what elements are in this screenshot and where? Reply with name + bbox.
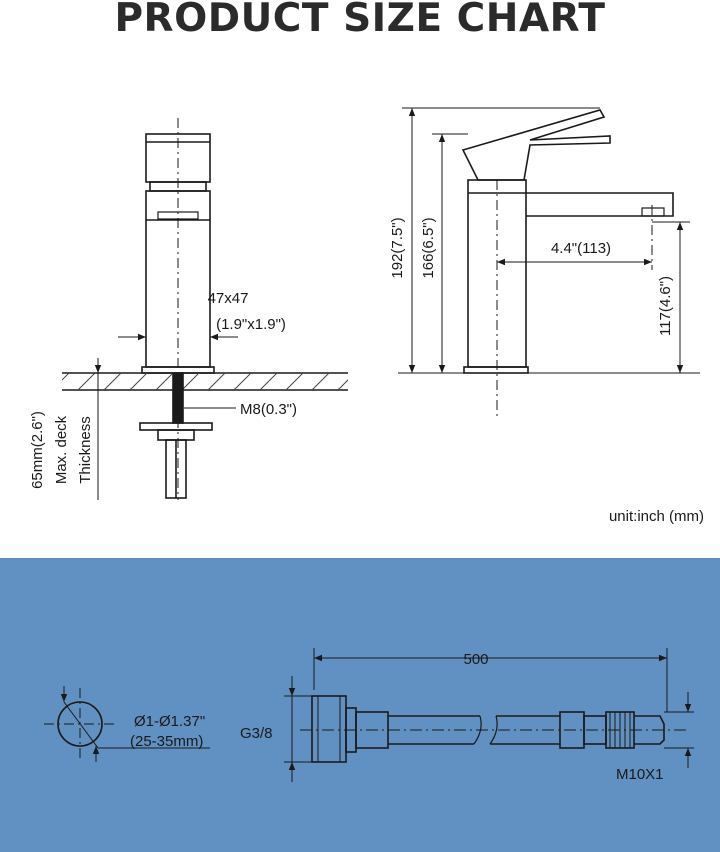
front-view-labels: 47x47 (1.9"x1.9") M8(0.3") 65mm(2.6") Ma…: [29, 290, 297, 489]
deck-label-1: Max. deck: [53, 415, 70, 484]
deck-thickness-label: 65mm(2.6"): [29, 411, 46, 489]
hose-panel-background: [0, 558, 720, 852]
total-height-label: 192(7.5"): [389, 217, 406, 278]
hole-diameter-mm-label: (25-35mm): [130, 733, 203, 750]
unit-note: unit:inch (mm): [608, 508, 704, 525]
base-size-inch-label: (1.9"x1.9"): [216, 316, 286, 333]
hose-drawing: [284, 648, 694, 782]
inlet-thread-label: G3/8: [240, 725, 273, 742]
side-spout: [526, 192, 674, 217]
side-view-labels: 192(7.5") 166(6.5") 4.4"(113) 117(4.6"): [389, 217, 674, 336]
page-title: PRODUCT SIZE CHART: [114, 0, 606, 41]
spout-reach-label: 4.4"(113): [551, 240, 611, 257]
thread-label: M8(0.3"): [240, 401, 297, 418]
body-height-label: 166(6.5"): [420, 217, 437, 278]
hole-diameter-inch-label: Ø1-Ø1.37": [134, 713, 205, 730]
hole-labels: Ø1-Ø1.37" (25-35mm): [130, 713, 205, 750]
hole-diameter-drawing: [44, 686, 210, 762]
spout-height-label: 117(4.6"): [657, 276, 674, 336]
base-size-label: 47x47: [208, 290, 249, 307]
front-view-drawing: [62, 118, 348, 500]
side-view-drawing: [398, 107, 700, 420]
hose-length-label: 500: [463, 651, 488, 668]
hose-inlet-nut: [311, 695, 347, 763]
side-handle-lever: [461, 109, 611, 181]
outlet-thread-label: M10X1: [616, 766, 664, 783]
deck-label-2: Thickness: [77, 416, 94, 484]
hose-labels: 500 G3/8 M10X1: [240, 651, 664, 783]
